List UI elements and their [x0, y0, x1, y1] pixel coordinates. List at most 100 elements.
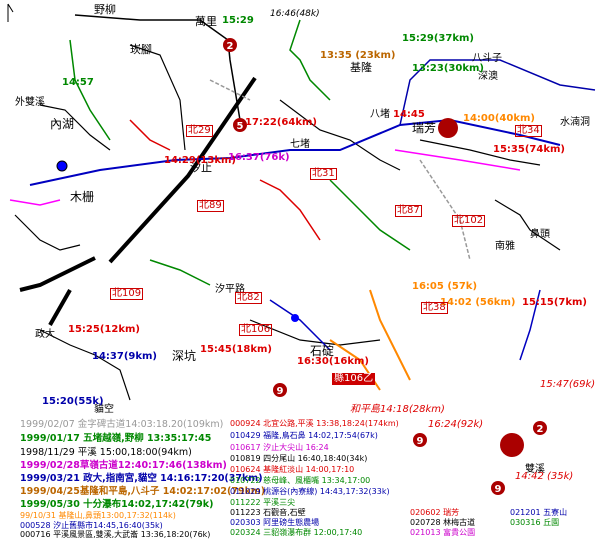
time-label: 15:29 — [222, 15, 254, 26]
legend-entry: 010819 四分尾山 16:40,18:40(34k) — [230, 454, 368, 463]
legend-entry: 99/10/31 基隆山,鼻頭13:00,17:32(114k) — [20, 511, 176, 520]
place-label: 水湳洞 — [560, 117, 590, 128]
place-label: 汐平路 — [215, 284, 245, 295]
place-label: 基隆 — [350, 61, 372, 74]
svg-text:2: 2 — [227, 41, 234, 52]
boundary-line — [19, 256, 96, 292]
boundary-line-2 — [108, 76, 257, 264]
time-label: 14:42 (35k) — [515, 471, 574, 482]
svg-text:9: 9 — [495, 484, 502, 495]
time-label: 14:45 — [393, 109, 425, 120]
route-number-badge: 北82 — [235, 292, 262, 304]
svg-text:2: 2 — [537, 424, 544, 435]
time-label: 16:30(16km) — [297, 356, 369, 367]
route-number-badge: 北106 — [239, 324, 273, 336]
time-label: 16:37(76k) — [228, 152, 290, 163]
legend-entry: 010722 慈母峰、風櫃嘴 13:34,17:00 — [230, 476, 371, 485]
svg-text:9: 9 — [277, 386, 284, 397]
time-label: 14:02 (56km) — [440, 297, 516, 308]
legend-entry: 1999/02/28草嶺古道12:40:17:46(138km) — [20, 460, 227, 471]
route-number-badge: 北109 — [110, 288, 144, 300]
route-number-badge: 北38 — [421, 302, 448, 314]
time-label: 15:25(12km) — [68, 324, 140, 335]
legend-entry: 020324 三貂嶺瀑布群 12:00,17:40 — [230, 528, 363, 537]
time-label: 16:05 (57k) — [412, 281, 478, 292]
place-label: 七堵 — [290, 139, 310, 150]
place-label: 南雅 — [495, 241, 515, 252]
place-label: 崁腳 — [130, 43, 152, 56]
place-label: 野柳 — [94, 3, 116, 16]
legend-entry: 1999/04/25基隆和平島,八斗子 14:02:17:02(79km) — [20, 486, 266, 497]
time-label: 15:15(7km) — [522, 297, 587, 308]
legend-entry: 011222 平溪三尖 — [230, 498, 296, 507]
trail-grey — [419, 159, 471, 261]
time-label: 15:47(69k) — [540, 379, 596, 390]
time-label: 13:35 (23km) — [320, 50, 396, 61]
railway-line — [29, 118, 561, 186]
route-number-badge: 北87 — [395, 205, 422, 217]
legend-entry: 1999/02/07 金字碑古道14:03:18.20(109km) — [20, 419, 224, 430]
place-label: 深澳 — [478, 71, 498, 82]
time-label: 14:57 — [62, 77, 94, 88]
time-label: 15:45(18km) — [200, 344, 272, 355]
route-markers — [223, 38, 547, 495]
legend-entry: 000716 平溪風景區,雙溪,大武崙 13:36,18:20(76k) — [20, 530, 211, 539]
route-number-badge: 北34 — [515, 125, 542, 137]
route-number-badge: 北29 — [186, 125, 213, 137]
place-label: 深坑 — [172, 349, 197, 363]
place-label: 萬里 — [195, 15, 217, 28]
legend-entry: 030316 丘園 — [510, 518, 560, 527]
trail-orange — [369, 289, 411, 381]
time-label: 15:29(37km) — [402, 33, 474, 44]
legend-entry: 021201 五寮山 — [510, 508, 568, 517]
legend-entry: 021013 富貴公園 — [410, 528, 476, 537]
time-label: 15:35(74km) — [493, 144, 565, 155]
place-label: 鼻頭 — [530, 229, 550, 240]
time-label: 13:23(30km) — [412, 63, 484, 74]
place-label: 瑞芳 — [412, 121, 437, 135]
legend-entry: 010617 汐止大尖山 16:24 — [230, 443, 329, 452]
legend-entry: 1999/03/21 政大,指南宮,貓空 14:16:17:20(37km) — [20, 473, 263, 484]
svg-text:5: 5 — [237, 121, 244, 132]
boundary-line-3 — [48, 289, 72, 326]
trail-red — [259, 179, 321, 241]
time-label: 17:22(64km) — [245, 117, 317, 128]
legend-entry: 010624 基隆紅淡山 14:00,17:10 — [230, 465, 355, 474]
legend-entry: 1999/05/30 十分瀑布14:02,17:42(79k) — [20, 499, 214, 510]
north-arrow-icon — [7, 3, 14, 22]
route-number-badge: 縣106乙 — [332, 373, 376, 385]
route-number-badge: 北89 — [197, 200, 224, 212]
legend-entry: 011029 桃源谷(內寮線) 14:43,17:32(33k) — [230, 487, 390, 496]
place-label: 八斗子 — [472, 53, 502, 64]
route-number-badge: 北102 — [452, 215, 486, 227]
trail-green — [69, 39, 111, 141]
time-label: 15:20(55k) — [42, 396, 104, 407]
legend-entry: 010429 福隆,鳥石鼻 14:02,17:54(67k) — [230, 431, 378, 440]
legend-entry: 020303 阿里磅生態農場 — [230, 518, 320, 527]
legend-entry: 020728 林梅古道 — [410, 518, 476, 527]
place-label: 石碇 — [310, 344, 335, 358]
time-label: 16:46(48k) — [270, 9, 320, 19]
place-label: 外雙溪 — [15, 97, 45, 108]
place-label: 雙溪 — [525, 464, 545, 475]
route-number-badge: 北31 — [310, 168, 337, 180]
svg-text:9: 9 — [417, 436, 424, 447]
place-label: 木栅 — [70, 190, 95, 204]
legend-entry: 000924 北宜公路,平溪 13:38,18:24(174km) — [230, 419, 399, 428]
time-label: 14:29(13km) — [164, 155, 236, 166]
station-marker — [56, 160, 68, 172]
legend-entry: 000528 汐止舊縣市14:45,16:40(35k) — [20, 521, 163, 530]
legend-entry: 1999/01/17 五堵越嶺,野柳 13:35:17:45 — [20, 433, 212, 444]
place-label: 貓空 — [94, 404, 114, 415]
time-label: 14:00(40km) — [463, 113, 535, 124]
place-label: 內湖 — [50, 117, 75, 131]
place-label: 政大 — [35, 329, 55, 340]
place-label: 汐止 — [190, 161, 212, 174]
time-label: 14:37(9km) — [92, 351, 157, 362]
time-label: 16:24(92k) — [428, 419, 484, 430]
place-label: 八堵 — [370, 109, 390, 120]
legend-entry: 1998/11/29 平溪 15:00,18:00(94km) — [20, 447, 192, 458]
legend-entry: 020602 瑞芳 — [410, 508, 460, 517]
